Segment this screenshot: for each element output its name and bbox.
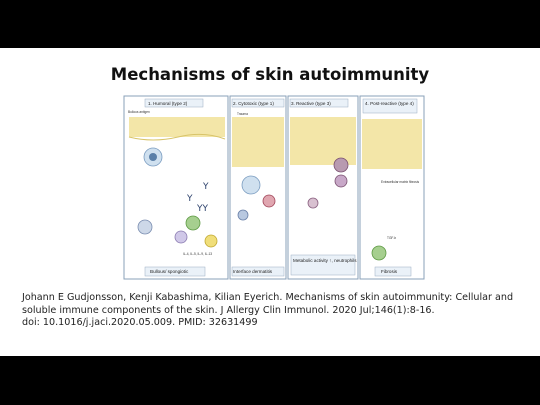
panel-humoral-header: 1. Humoral (type 2)	[148, 101, 188, 106]
il-list-label: IL-4, IL-5, IL-9, IL-13	[183, 252, 212, 256]
panel-humoral: 1. Humoral (type 2) Bullous antigen Y Y …	[123, 95, 229, 280]
citation-line-2: soluble immune components of the skin. J…	[22, 304, 435, 316]
panel-cytotoxic-header: 2. Cytotoxic (type 1)	[233, 101, 274, 106]
panel-post-reactive-footer: Fibrosis	[381, 269, 398, 274]
citation-line-1: Johann E Gudjonsson, Kenji Kabashima, Ki…	[22, 292, 514, 303]
panel-post-reactive: 4. Post-reactive (type 4) Extracellular …	[359, 95, 425, 280]
trauma-label: Trauma	[237, 112, 248, 116]
svg-text:YY: YY	[196, 204, 208, 214]
citation: Johann E Gudjonsson, Kenji Kabashima, Ki…	[22, 292, 532, 330]
panel-reactive-header: 3. Reactive (type 3)	[291, 101, 331, 106]
panel-cytotoxic-footer: Interface dermatitis	[233, 269, 273, 274]
bullous-antigen-label: Bullous antigen	[128, 110, 150, 114]
slide-title: Mechanisms of skin autoimmunity	[110, 65, 430, 84]
tgf-label: TGF-b	[387, 236, 396, 240]
slide: Mechanisms of skin autoimmunity 1. Humor…	[0, 48, 540, 356]
citation-line-3: doi: 10.1016/j.jaci.2020.05.009. PMID: 3…	[22, 317, 258, 329]
panel-reactive-footer: Metabolic activity ↑, neutrophils	[293, 258, 357, 263]
skin-autoimmunity-figure: 1. Humoral (type 2) Bullous antigen Y Y …	[123, 95, 425, 280]
svg-text:Y: Y	[186, 194, 193, 204]
panel-cytotoxic: 2. Cytotoxic (type 1) Trauma Interface d…	[229, 95, 287, 280]
panel-reactive: 3. Reactive (type 3) Metabolic activity …	[287, 95, 359, 280]
svg-text:Y: Y	[202, 182, 209, 192]
extracellular-label: Extracellular matrix fibrosis	[381, 180, 419, 184]
panel-post-reactive-header: 4. Post-reactive (type 4)	[365, 101, 414, 106]
panel-humoral-footer: Bullous/ spongiotic	[150, 269, 189, 274]
